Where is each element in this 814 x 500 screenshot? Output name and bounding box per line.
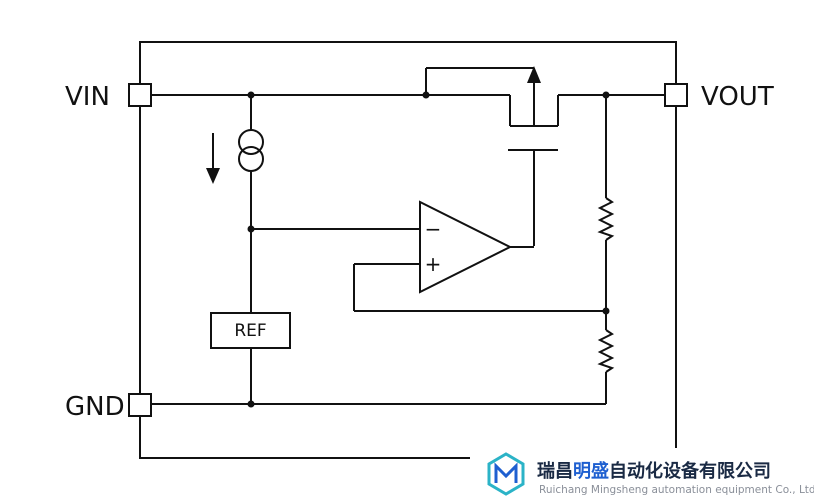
vout-label: VOUT — [701, 82, 774, 112]
gnd-pin — [128, 393, 152, 417]
company-logo-icon — [487, 452, 525, 496]
error-amplifier — [419, 200, 513, 294]
current-source-branch — [238, 95, 420, 313]
watermark-company-cn: 瑞昌明盛自动化设备有限公司 — [537, 460, 771, 482]
vin-label: VIN — [65, 82, 110, 112]
ref-label: REF — [234, 321, 266, 341]
noninverting-input-sign: + — [425, 252, 442, 276]
vin-pin — [128, 83, 152, 107]
inverting-input-sign: − — [425, 217, 442, 241]
gnd-label: GND — [65, 392, 125, 422]
feedback-wire — [353, 263, 606, 312]
watermark-backdrop — [470, 448, 814, 500]
upper-resistor — [597, 197, 615, 241]
lower-resistor — [597, 329, 615, 373]
down-arrow-icon — [206, 133, 220, 184]
vout-pin — [664, 83, 688, 107]
junction-source — [422, 91, 430, 99]
watermark-company-en: Ruichang Mingsheng automation equipment … — [539, 484, 814, 496]
input-rail — [152, 94, 511, 126]
chip-outline — [139, 41, 677, 459]
output-rail — [557, 94, 664, 126]
pass-transistor — [425, 67, 558, 246]
transistor-body-arrow — [527, 66, 541, 83]
